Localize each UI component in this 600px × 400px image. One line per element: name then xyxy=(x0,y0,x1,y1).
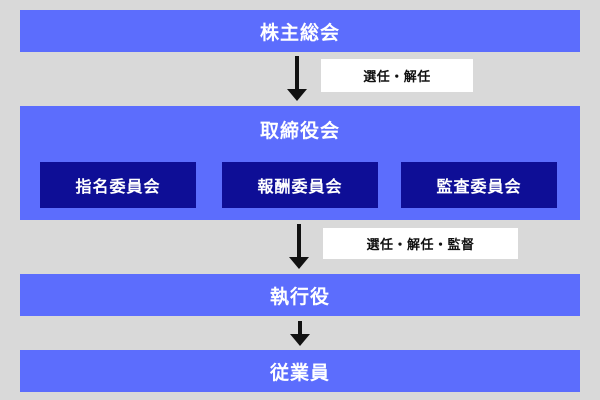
employees-label: 従業員 xyxy=(269,361,330,384)
shareholders-meeting-label: 株主総会 xyxy=(259,21,340,44)
compensation-committee-box: 報酬委員会 xyxy=(222,162,378,208)
executive-officers-label: 執行役 xyxy=(269,285,330,308)
executive-officers-box: 執行役 xyxy=(20,274,580,316)
edge-label-appoint-dismiss-supervise: 選任・解任・監督 xyxy=(323,228,518,259)
board-of-directors-label: 取締役会 xyxy=(259,120,340,142)
shareholders-meeting-box: 株主総会 xyxy=(20,10,580,52)
arrow-down-icon xyxy=(289,224,309,270)
edge-label-appoint-dismiss: 選任・解任 xyxy=(321,59,473,92)
audit-committee-box: 監査委員会 xyxy=(401,162,557,208)
arrow-down-icon xyxy=(287,56,307,102)
employees-box: 従業員 xyxy=(20,350,580,392)
arrow-down-icon xyxy=(290,321,310,347)
nomination-committee-box: 指名委員会 xyxy=(40,162,196,208)
